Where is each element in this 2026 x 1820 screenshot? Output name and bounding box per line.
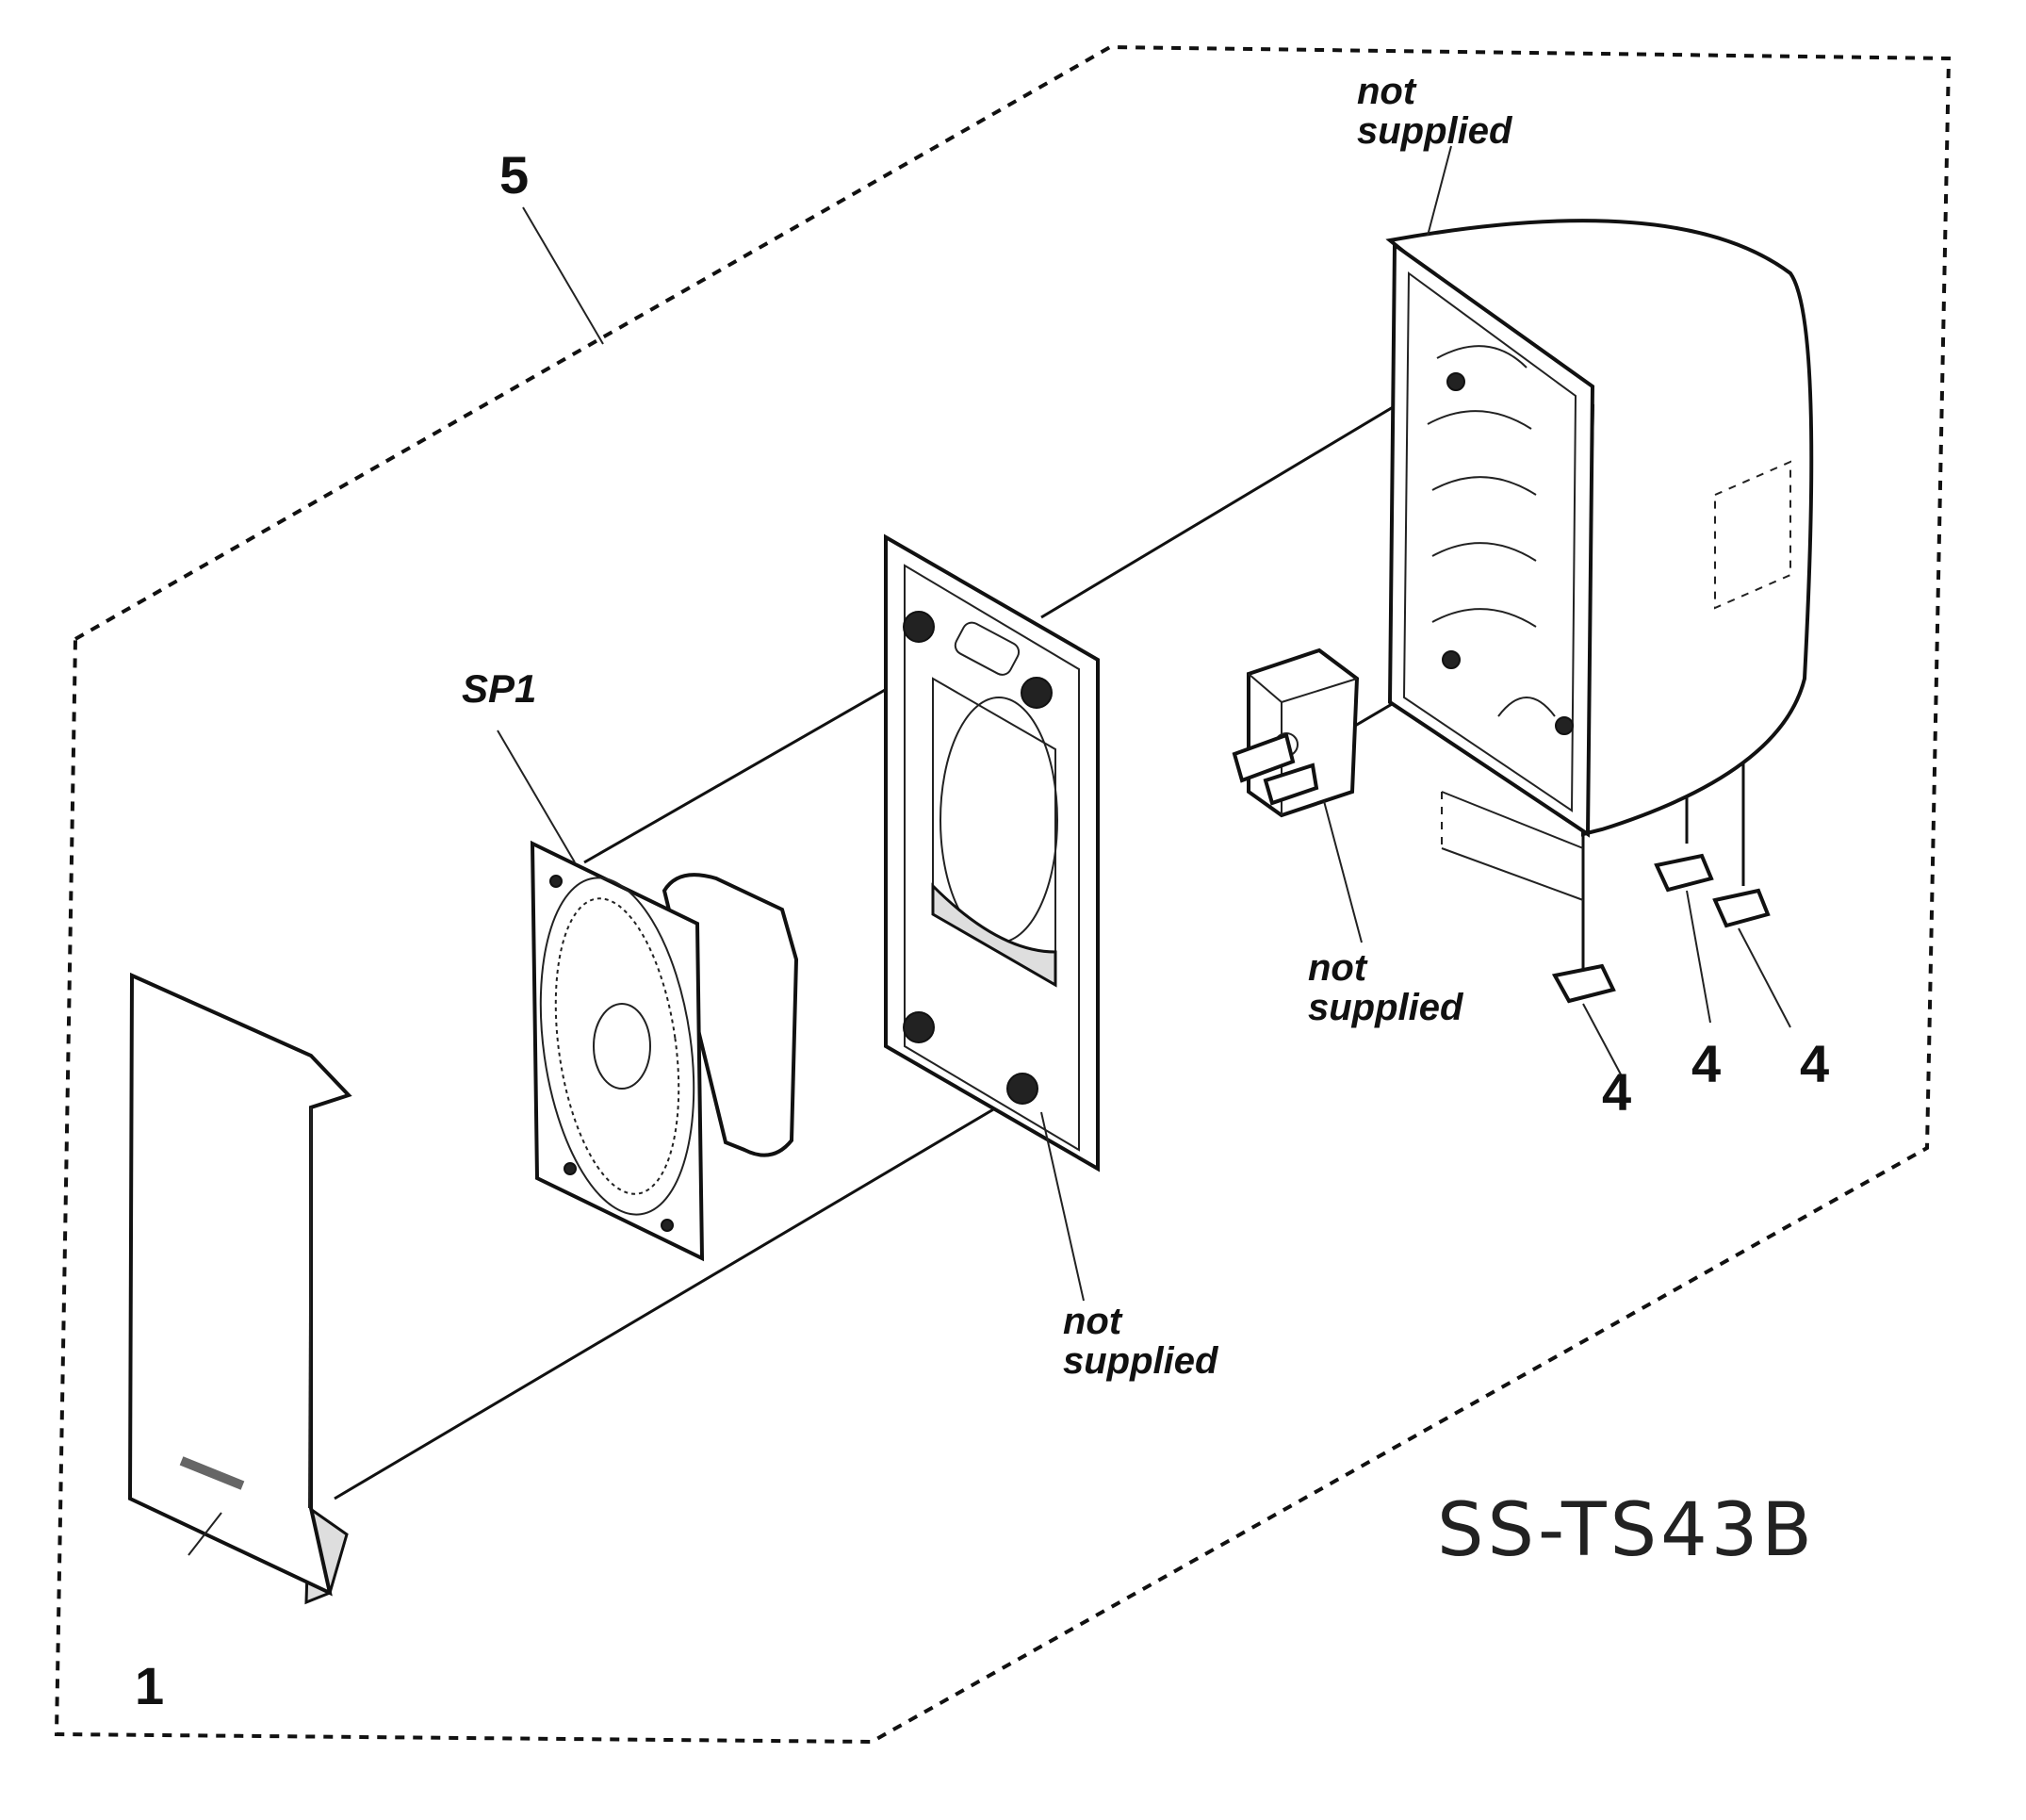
callout-leaders — [188, 145, 1791, 1556]
handwritten-model-number: SS-TS43B — [1437, 1488, 1816, 1573]
cabinet-icon — [1385, 219, 1814, 849]
callout-1: 1 — [135, 1656, 164, 1715]
note-baffle-not-supplied: not supplied — [1063, 1301, 1219, 1382]
callout-4-middle: 4 — [1691, 1034, 1721, 1093]
terminal-block-icon — [1232, 648, 1360, 818]
note-cabinet-not-supplied: not supplied — [1357, 71, 1513, 152]
callout-5: 5 — [499, 145, 529, 205]
callout-4-right: 4 — [1800, 1034, 1829, 1093]
baffle-frame-icon — [884, 533, 1100, 1172]
callout-sp1: SP1 — [462, 666, 536, 711]
foot-pad-icon — [1551, 853, 1771, 1004]
callout-4-left: 4 — [1602, 1062, 1631, 1122]
assembly-boundary — [54, 44, 1952, 1745]
note-terminal-not-supplied: not supplied — [1308, 947, 1464, 1028]
speaker-driver-icon — [530, 840, 799, 1262]
front-grille-icon — [127, 972, 352, 1605]
